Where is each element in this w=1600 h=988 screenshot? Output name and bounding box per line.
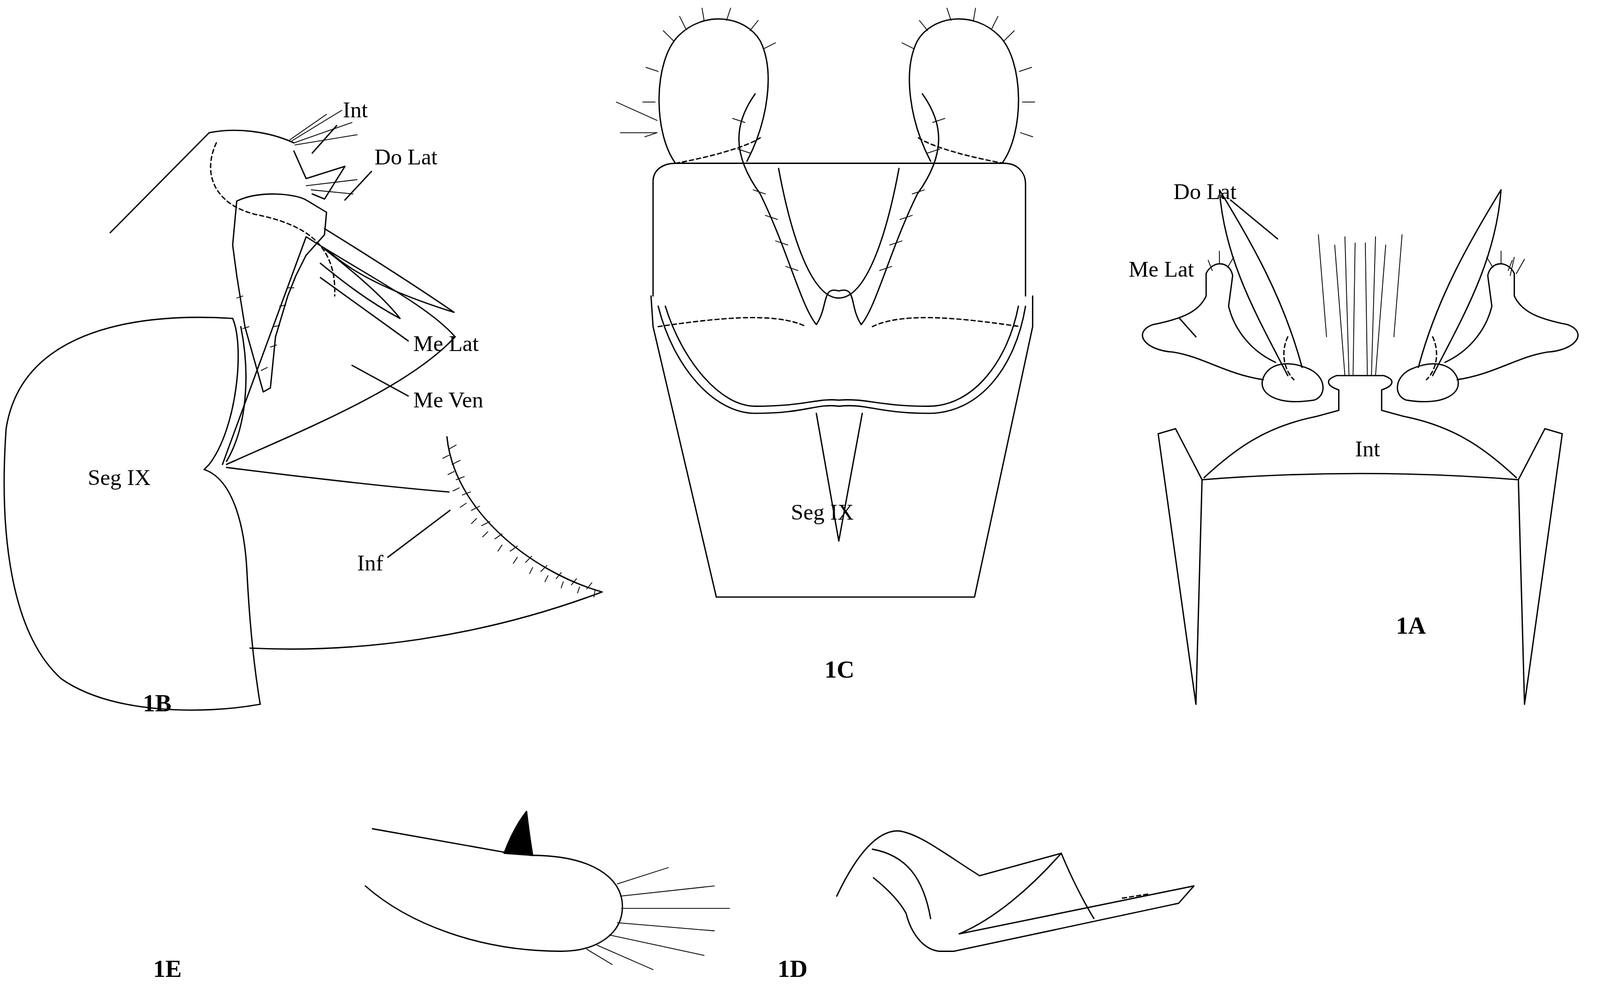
- leader-line: [387, 510, 450, 558]
- internal-outline: [1122, 894, 1148, 899]
- dorsolateral-spine: [1418, 189, 1502, 376]
- segment-ix-inner: [226, 326, 246, 462]
- part-label: Me Lat: [413, 331, 479, 357]
- dorsal-view: [616, 8, 1035, 598]
- phallus-inner: [872, 848, 931, 919]
- kidney-lobe: [1261, 363, 1323, 402]
- leader-line: [351, 365, 409, 396]
- inferior-appendage: [226, 467, 602, 649]
- dorsolateral-spine: [324, 228, 455, 313]
- setae: [616, 8, 1035, 271]
- setae: [586, 867, 730, 970]
- part-label: Seg IX: [790, 500, 854, 525]
- leader-line: [1230, 200, 1278, 239]
- segment-ix-outline: [4, 317, 261, 710]
- figure-number: 1D: [777, 955, 808, 982]
- leader-line: [320, 277, 409, 341]
- figure-number: 1A: [1395, 612, 1426, 640]
- segment-ix-bar: [1201, 473, 1519, 480]
- tergal-plate: [653, 163, 1026, 297]
- dorsolateral-spine: [1219, 189, 1303, 376]
- median-notch: [1316, 375, 1405, 417]
- leader-line: [345, 171, 372, 200]
- apical-spine: [503, 811, 533, 856]
- segment-ix-rim: [658, 306, 1026, 414]
- segment-ix-outline: [650, 296, 1033, 598]
- mesolateral-spine: [320, 248, 400, 319]
- segment-ix-border: [204, 318, 261, 704]
- phallus-outline: [836, 830, 1194, 952]
- part-label: Int: [342, 97, 368, 123]
- median-lobe-inner: [778, 168, 900, 299]
- part-label: Seg IX: [87, 465, 151, 491]
- lobe-setae: [236, 287, 295, 371]
- lateral-view: [4, 110, 602, 711]
- figure-number: 1B: [142, 690, 172, 717]
- mesolateral-lobe: [1444, 263, 1578, 380]
- internal-outline: [1284, 336, 1437, 380]
- figure-number: 1C: [824, 656, 855, 684]
- dorsal-process: [110, 130, 295, 233]
- inferior-appendage-edge: [447, 436, 603, 593]
- cercus: [909, 18, 1019, 164]
- figure-1d: [836, 830, 1194, 952]
- segment-ix-rim: [665, 306, 1019, 407]
- lateral-lobe: [232, 193, 327, 393]
- internal-outline: [210, 142, 335, 296]
- leader-line: [1179, 318, 1196, 337]
- kidney-lobe: [1397, 363, 1459, 402]
- part-label: Inf: [357, 551, 384, 576]
- part-label: Me Lat: [1128, 257, 1194, 282]
- part-label: Int: [1355, 436, 1381, 462]
- cercus: [659, 18, 769, 164]
- clasper-outline: [365, 855, 623, 952]
- apodeme: [1157, 428, 1202, 705]
- median-lobe: [739, 93, 939, 325]
- leader-line: [312, 125, 337, 154]
- figure-1e: [365, 811, 730, 970]
- apodeme: [1518, 428, 1563, 705]
- internal-outline: [658, 137, 1021, 327]
- part-label: Me Ven: [413, 387, 484, 413]
- clasper-outline: [372, 828, 510, 854]
- figure-number: 1E: [152, 955, 182, 982]
- ventral-view: [1142, 189, 1578, 705]
- apical-setae: [289, 110, 358, 194]
- intermediate-process: [293, 151, 345, 200]
- intermediate-plate: [1204, 416, 1517, 479]
- part-label: Do Lat: [374, 145, 438, 170]
- part-label: Do Lat: [1173, 179, 1237, 205]
- phallus-inner: [1061, 853, 1095, 919]
- setae: [1208, 234, 1525, 376]
- setae: [442, 444, 595, 597]
